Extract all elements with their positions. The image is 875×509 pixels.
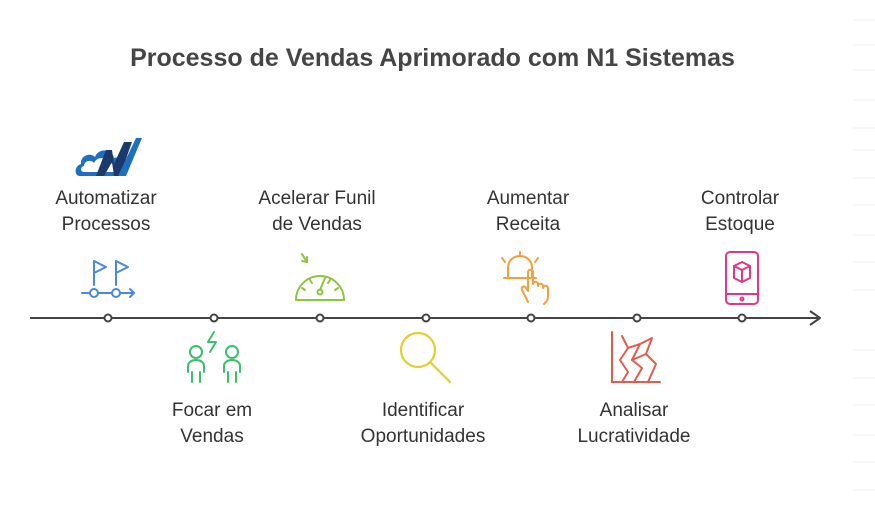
timeline-node-3 — [315, 313, 325, 323]
flags-route-icon — [80, 255, 138, 306]
timeline-node-1 — [103, 313, 113, 323]
edge-decoration — [853, 19, 875, 491]
magnifier-icon — [396, 330, 456, 391]
people-lightning-icon — [184, 330, 244, 391]
diagram-title: Processo de Vendas Aprimorado com N1 Sis… — [130, 44, 735, 72]
timeline-node-2 — [209, 313, 219, 323]
speedometer-icon — [290, 250, 350, 309]
phone-box-icon — [722, 250, 762, 311]
timeline-node-7 — [737, 313, 747, 323]
timeline-node-4 — [421, 313, 431, 323]
timeline-node-6 — [632, 313, 642, 323]
n1-logo — [74, 136, 144, 185]
broken-chart-icon — [608, 328, 664, 391]
bell-hand-icon — [500, 250, 560, 311]
timeline-node-5 — [526, 313, 536, 323]
